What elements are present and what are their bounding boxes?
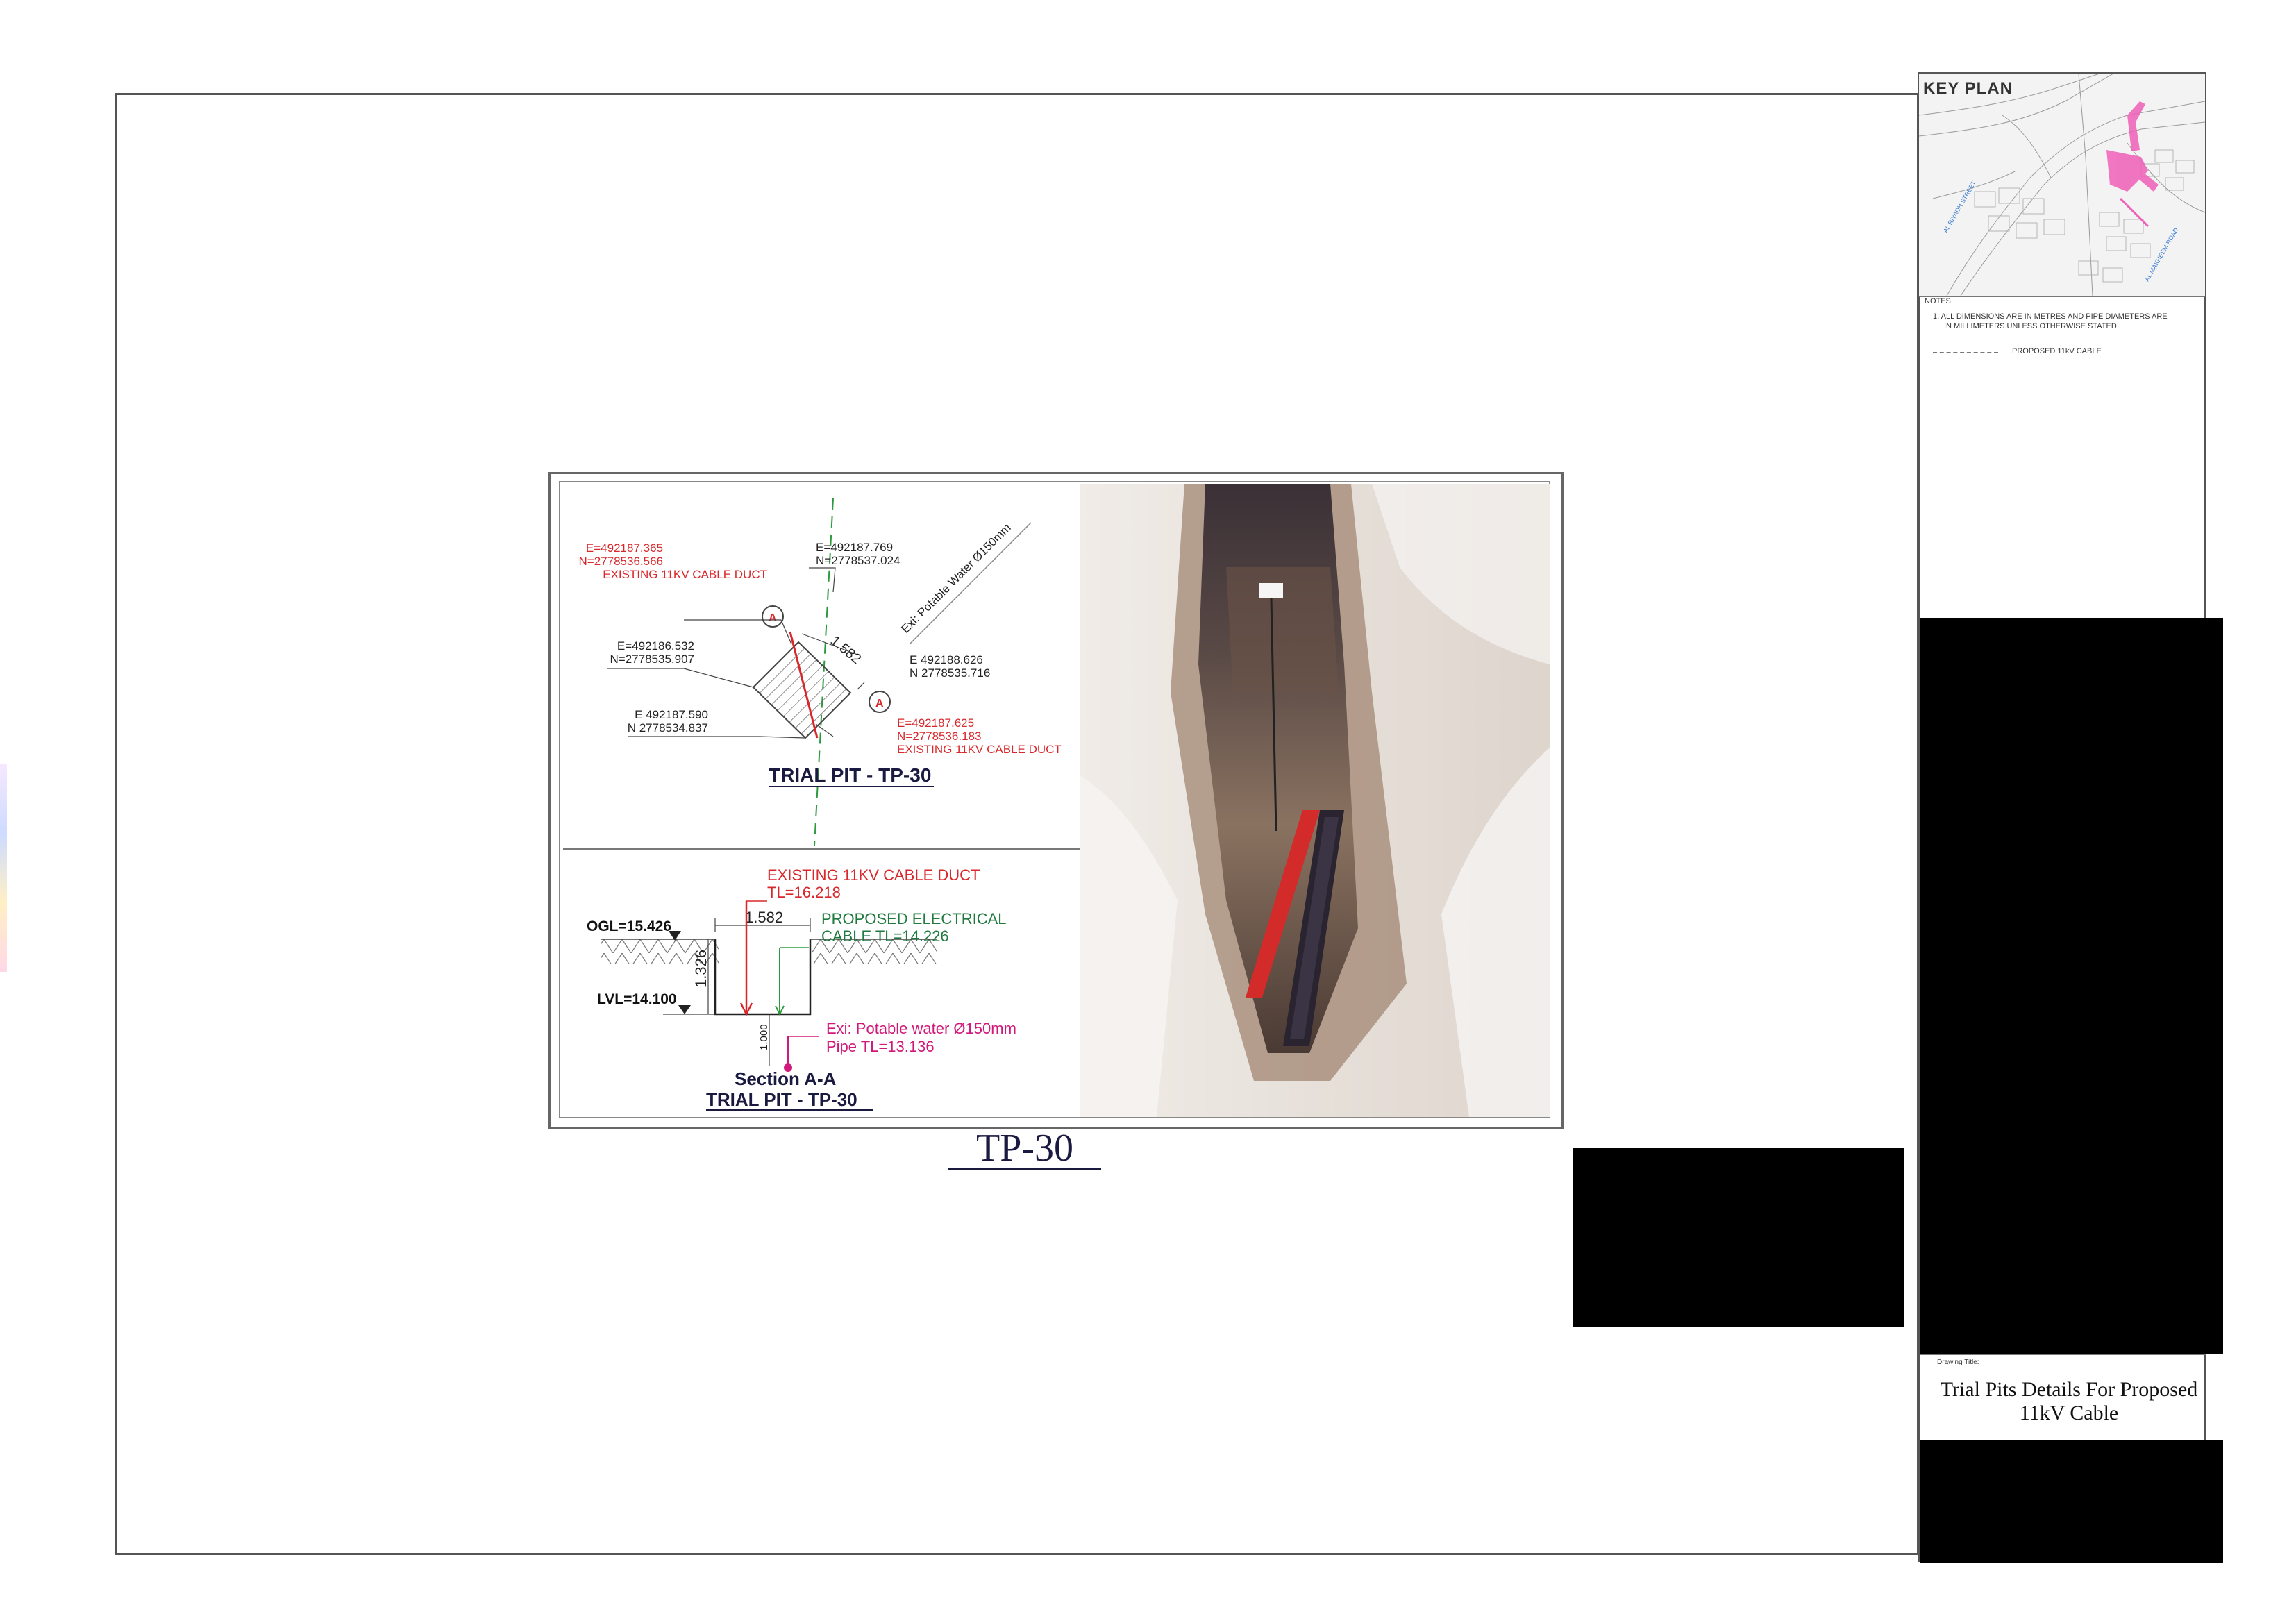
coord-label: EXISTING 11KV CABLE DUCT — [897, 743, 1062, 756]
drawing-title-line-2: 11kV Cable — [2019, 1402, 2119, 1424]
section-marker-label: A — [769, 612, 777, 624]
existing-duct-plan — [789, 631, 819, 739]
ogl-marker — [669, 931, 681, 941]
trial-pit-plan — [752, 641, 852, 739]
ogl-label: OGL=15.426 — [587, 918, 671, 934]
figure-caption: TP-30 — [948, 1128, 1101, 1170]
coord-label: N=2778536.183 — [897, 730, 981, 743]
redaction-block — [1920, 618, 2223, 1354]
note-1b: IN MILLIMETERS UNLESS OTHERWISE STATED — [1944, 322, 2117, 330]
section-existing-duct-tl: TL=16.218 — [767, 884, 841, 901]
drawing-title: Trial Pits Details For Proposed 11kV Cab… — [1923, 1378, 2215, 1425]
section-water-1: Exi: Potable water Ø150mm — [826, 1020, 1016, 1037]
coord-label: E 492187.590 — [635, 708, 708, 721]
coord-label: E=492187.625 — [897, 716, 974, 730]
lvl-label: LVL=14.100 — [597, 991, 677, 1007]
water-pipe-line — [909, 522, 1032, 645]
legend-line — [1933, 352, 1998, 353]
trial-pit-section — [714, 939, 812, 1016]
key-plan-title: KEY PLAN — [1923, 79, 2013, 98]
plan-title: TRIAL PIT - TP-30 — [769, 764, 931, 786]
section-marker-label: A — [875, 698, 884, 709]
red-duct-photo — [1246, 810, 1320, 998]
lvl-marker — [678, 1005, 691, 1014]
tag-marker — [1259, 583, 1283, 598]
coord-label: E=492186.532 — [617, 639, 694, 653]
coord-label: N=2778537.024 — [816, 554, 900, 567]
redaction-block — [1573, 1148, 1904, 1327]
coord-label: E 492188.626 — [910, 653, 983, 666]
figure-inner-frame — [559, 481, 1550, 1118]
scan-artifact — [0, 764, 7, 972]
key-plan-map: AL RIYADH STREET AL MAKHEEM ROAD — [1919, 74, 2205, 296]
coord-label: N 2778534.837 — [628, 721, 708, 734]
section-width-dim: 1.582 — [745, 909, 783, 926]
trial-pit-photo — [1080, 484, 1550, 1117]
section-proposed-cable-2: CABLE TL=14.226 — [821, 927, 949, 945]
plan-dimension: 1.582 — [828, 633, 864, 667]
section-marker — [762, 605, 784, 628]
drawing-title-label: Drawing Title: — [1937, 1359, 1979, 1366]
ground-hatch-left — [601, 939, 719, 964]
coord-label: E=492187.365 — [586, 541, 663, 555]
note-1: 1. ALL DIMENSIONS ARE IN METRES AND PIPE… — [1933, 312, 2168, 321]
water-pipe-marker — [784, 1063, 792, 1072]
section-title-1: Section A-A — [735, 1068, 837, 1089]
title-divider — [1920, 1354, 2206, 1355]
section-lower-dim: 1.000 — [758, 1024, 770, 1050]
section-existing-duct: EXISTING 11KV CABLE DUCT — [767, 866, 980, 884]
coord-label: N=2778536.566 — [579, 555, 663, 568]
ground-hatch-right — [812, 939, 937, 964]
trial-pit-diagram: 1.582 A A E=492187.365 N=2778536.566 EXI… — [563, 498, 1081, 1111]
section-depth-dim: 1.326 — [692, 950, 710, 988]
water-pipe-label: Exi: Potable Water Ø150mm — [898, 521, 1013, 636]
section-water-2: Pipe TL=13.136 — [826, 1038, 935, 1055]
coord-label: N 2778535.716 — [910, 666, 990, 680]
coord-label: N=2778535.907 — [610, 653, 694, 666]
section-title-2: TRIAL PIT - TP-30 — [706, 1089, 857, 1110]
coord-label: EXISTING 11KV CABLE DUCT — [603, 568, 767, 581]
notes-heading: NOTES — [1925, 297, 1951, 305]
photo-illustration — [1080, 484, 1550, 1117]
coord-label: E=492187.769 — [816, 541, 893, 554]
cable-centerline — [814, 498, 834, 846]
key-plan: AL RIYADH STREET AL MAKHEEM ROAD KEY PLA… — [1919, 74, 2205, 297]
legend-label: PROPOSED 11kV CABLE — [2012, 347, 2102, 355]
drawing-title-line-1: Trial Pits Details For Proposed — [1940, 1378, 2198, 1401]
section-proposed-cable-1: PROPOSED ELECTRICAL — [821, 910, 1007, 927]
section-marker — [869, 691, 891, 713]
redaction-block — [1920, 1440, 2223, 1563]
